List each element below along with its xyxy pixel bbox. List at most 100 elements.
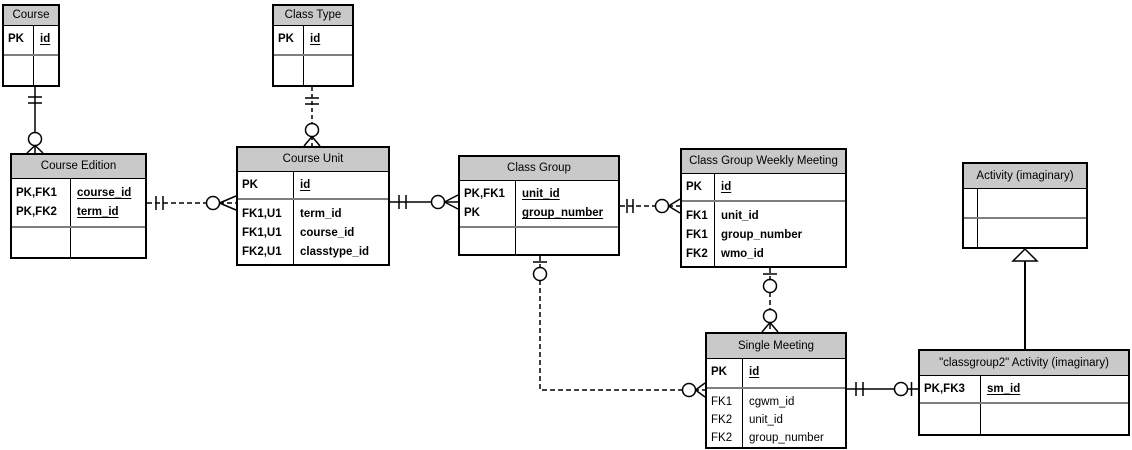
attribute-section — [920, 402, 1128, 434]
attr-tag: FK2,U1 — [242, 246, 282, 258]
key-tag: PK — [8, 33, 24, 45]
entity-class-type: Class Type PK id — [272, 4, 354, 87]
attr-field: term_id — [300, 208, 342, 220]
attr-field: unit_id — [721, 210, 759, 222]
table-row: PK,FK3 sm_id — [920, 380, 1128, 399]
key-field: group_number — [522, 207, 604, 219]
key-section: PK id — [238, 172, 388, 198]
entity-activity-imaginary: Activity (imaginary) — [962, 162, 1088, 249]
attr-tag: FK1,U1 — [242, 227, 282, 239]
table-row: PK,FK1 unit_id — [460, 185, 618, 204]
key-section: PK,FK3 sm_id — [920, 376, 1128, 402]
table-row: FK1 cgwm_id — [707, 393, 845, 411]
entity-title: Single Meeting — [707, 334, 845, 359]
table-row: PK id — [238, 176, 388, 195]
table-row: FK2 group_number — [707, 429, 845, 447]
attr-field: unit_id — [749, 414, 783, 426]
entity-course-unit: Course Unit PK id FK1,U1 term_id FK1,U1 … — [236, 146, 390, 266]
key-field: id — [749, 366, 760, 378]
attribute-section — [460, 226, 618, 254]
attr-tag: FK2 — [711, 432, 733, 444]
table-row: PK id — [4, 30, 58, 49]
key-tag: PK,FK1 — [16, 187, 57, 199]
entity-title: Class Type — [274, 6, 352, 26]
table-row: FK1,U1 term_id — [238, 205, 388, 224]
attr-field: group_number — [749, 432, 824, 444]
entity-course-edition: Course Edition PK,FK1 course_id PK,FK2 t… — [10, 153, 147, 259]
rel-single-meeting-classgroup2 — [847, 381, 918, 397]
attr-tag: FK2 — [686, 248, 708, 260]
key-tag: PK,FK3 — [924, 383, 965, 395]
key-tag: PK — [464, 207, 480, 219]
table-row: FK2 unit_id — [707, 411, 845, 429]
table-row: PK id — [707, 363, 845, 382]
attr-field: classtype_id — [300, 246, 370, 258]
table-row: FK1 group_number — [682, 226, 845, 245]
key-field: course_id — [77, 187, 132, 199]
key-section: PK id — [274, 26, 352, 54]
entity-title: Course Unit — [238, 148, 388, 172]
key-field: term_id — [77, 206, 119, 218]
attribute-section: FK1 cgwm_id FK2 unit_id FK2 group_number — [707, 387, 845, 447]
entity-single-meeting: Single Meeting PK id FK1 cgwm_id FK2 uni… — [705, 332, 847, 449]
key-tag: PK,FK2 — [16, 206, 57, 218]
attr-field: cgwm_id — [749, 396, 795, 408]
key-field: id — [40, 33, 51, 45]
entity-title: Course — [4, 6, 58, 26]
key-tag: PK — [686, 181, 702, 193]
attribute-section — [274, 54, 352, 85]
table-row: FK2,U1 classtype_id — [238, 243, 388, 262]
table-row: FK2 wmo_id — [682, 245, 845, 264]
key-tag: PK — [278, 33, 294, 45]
attr-field: course_id — [300, 227, 355, 239]
key-section: PK id — [4, 26, 58, 54]
entity-title: Class Group Weekly Meeting — [682, 150, 845, 174]
attr-field: group_number — [721, 229, 803, 241]
table-row: PK,FK2 term_id — [12, 203, 145, 222]
table-row: FK1 unit_id — [682, 207, 845, 226]
key-field: sm_id — [987, 383, 1021, 395]
rel-class-group-single-meeting — [532, 256, 706, 398]
rel-course-edition-course-unit — [147, 195, 237, 211]
attr-field: wmo_id — [721, 248, 764, 260]
attribute-section — [964, 217, 1086, 247]
key-tag: PK,FK1 — [464, 188, 505, 200]
attribute-section — [4, 54, 58, 85]
entity-title: "classgroup2" Activity (imaginary) — [920, 351, 1128, 376]
table-row: PK,FK1 course_id — [12, 184, 145, 203]
key-section: PK,FK1 unit_id PK group_number — [460, 181, 618, 226]
key-section: PK,FK1 course_id PK,FK2 term_id — [12, 179, 145, 226]
key-field: id — [300, 179, 311, 191]
entity-title: Course Edition — [12, 155, 145, 179]
table-row: PK group_number — [460, 204, 618, 223]
key-section: PK id — [707, 359, 845, 387]
attr-tag: FK1 — [711, 396, 733, 408]
rel-classgroup2-activity-inheritance — [1011, 247, 1039, 349]
entity-class-group: Class Group PK,FK1 unit_id PK group_numb… — [458, 155, 620, 256]
table-row: FK1,U1 course_id — [238, 224, 388, 243]
rel-course-unit-class-group — [390, 194, 459, 210]
rel-course-course-edition — [26, 87, 44, 154]
table-row: PK id — [682, 178, 845, 197]
attribute-section — [12, 226, 145, 257]
attr-tag: FK1 — [686, 210, 708, 222]
attribute-section: FK1,U1 term_id FK1,U1 course_id FK2,U1 c… — [238, 198, 388, 264]
attr-tag: FK1,U1 — [242, 208, 282, 220]
key-field: id — [310, 33, 321, 45]
table-row: PK id — [274, 30, 352, 49]
attr-tag: FK1 — [686, 229, 708, 241]
entity-title: Class Group — [460, 157, 618, 181]
rel-class-type-course-unit — [303, 87, 321, 147]
attr-tag: FK2 — [711, 414, 733, 426]
key-section: PK id — [682, 174, 845, 200]
entity-title: Activity (imaginary) — [964, 164, 1086, 189]
rel-weekly-meeting-single-meeting — [761, 268, 779, 333]
key-section — [964, 189, 1086, 217]
attribute-section: FK1 unit_id FK1 group_number FK2 wmo_id — [682, 200, 845, 266]
entity-class-group-weekly-meeting: Class Group Weekly Meeting PK id FK1 uni… — [680, 148, 847, 268]
key-tag: PK — [711, 366, 727, 378]
key-field: unit_id — [522, 188, 560, 200]
entity-classgroup2-activity-imaginary: "classgroup2" Activity (imaginary) PK,FK… — [918, 349, 1130, 436]
entity-course: Course PK id — [2, 4, 60, 87]
